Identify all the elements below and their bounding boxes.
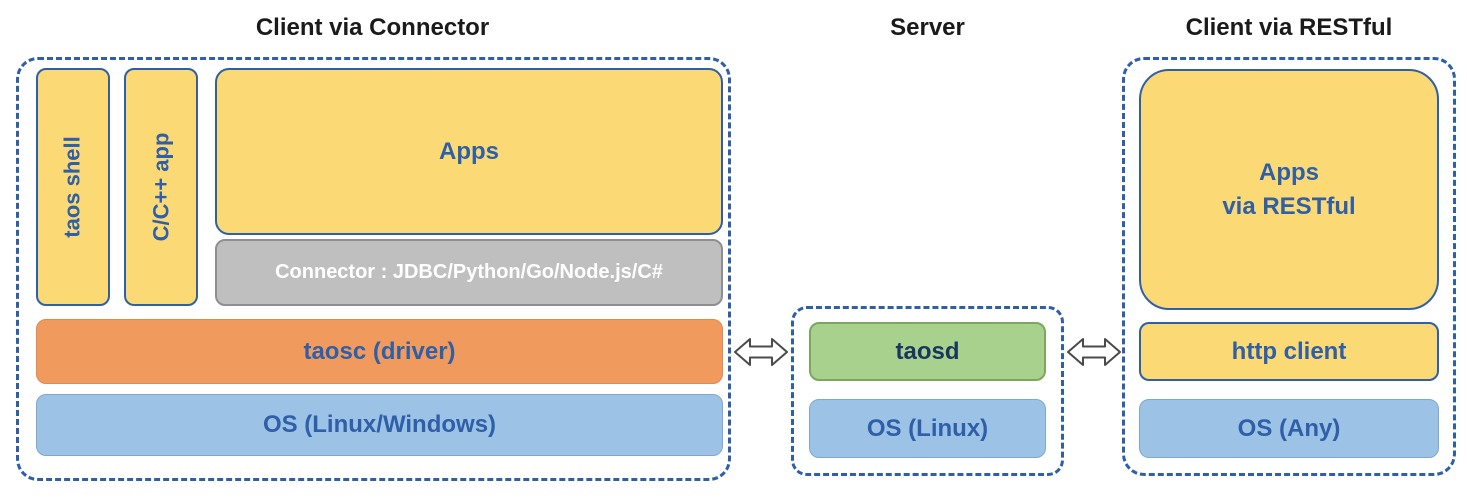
apps-via-restful-box: Apps via RESTful — [1139, 69, 1439, 310]
connector-box: Connector : JDBC/Python/Go/Node.js/C# — [215, 239, 723, 306]
os-linux-label: OS (Linux) — [866, 414, 989, 442]
taos-shell-label: taos shell — [60, 136, 86, 238]
cpp-app-box: C/C++ app — [124, 68, 198, 306]
apps-via-restful-label: Apps via RESTful — [1222, 158, 1356, 220]
os-linux-box: OS (Linux) — [809, 399, 1046, 458]
os-any-label: OS (Any) — [1237, 414, 1341, 442]
os-any-box: OS (Any) — [1139, 399, 1439, 458]
title-server: Server — [890, 14, 965, 41]
bidirectional-arrow-left-icon — [734, 338, 788, 366]
taosd-box: taosd — [809, 322, 1046, 381]
bidirectional-arrow-right-icon — [1067, 338, 1121, 366]
apps-label: Apps — [439, 137, 499, 165]
os-linux-windows-box: OS (Linux/Windows) — [36, 394, 723, 456]
taos-shell-box: taos shell — [36, 68, 110, 306]
http-client-box: http client — [1139, 322, 1439, 381]
cpp-app-label: C/C++ app — [148, 132, 173, 242]
taosc-driver-box: taosc (driver) — [36, 319, 723, 384]
http-client-label: http client — [1231, 337, 1347, 365]
title-client-via-restful: Client via RESTful — [1185, 14, 1393, 41]
apps-box: Apps — [215, 68, 723, 235]
taosd-label: taosd — [895, 337, 960, 365]
title-client-via-connector: Client via Connector — [255, 14, 490, 41]
os-linux-windows-label: OS (Linux/Windows) — [262, 411, 497, 438]
connector-label: Connector : JDBC/Python/Go/Node.js/C# — [275, 261, 663, 283]
taosc-driver-label: taosc (driver) — [303, 337, 456, 365]
